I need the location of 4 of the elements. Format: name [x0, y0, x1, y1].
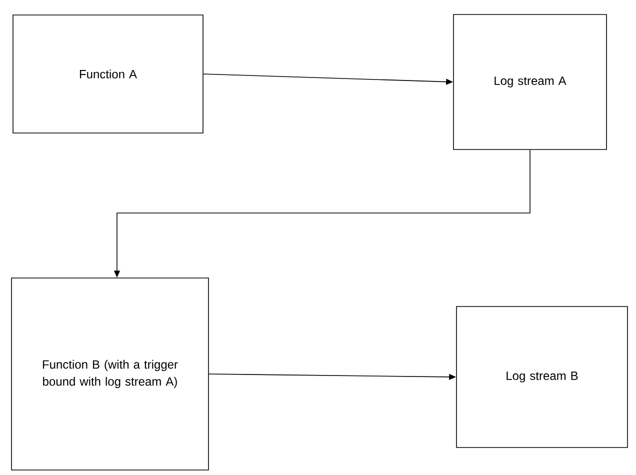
process-box: Log stream B: [456, 306, 628, 448]
process-box: Function A: [12, 14, 204, 134]
process-box: Function B (with a trigger bound with log stream A): [11, 278, 209, 470]
process-box: Log stream A: [453, 14, 607, 150]
